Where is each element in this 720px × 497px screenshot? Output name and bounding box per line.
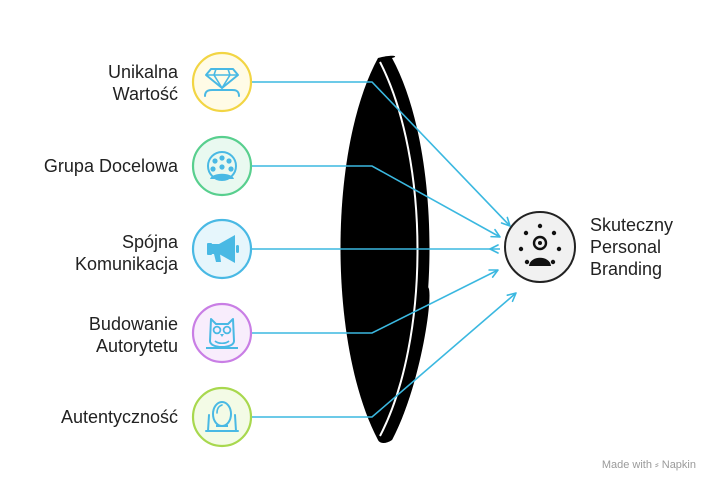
label-line: Komunikacja [74,254,178,274]
connector-arrows [252,81,517,418]
megaphone-icon [207,235,239,263]
label-line: Autentyczność [60,407,178,427]
credit-brand: Napkin [661,459,696,471]
input-node [191,135,253,197]
input-icons [191,51,253,448]
connector-arrow [252,269,499,334]
input-label-spojna-komunikacja: Spójna Komunikacja [75,231,178,275]
output-node [504,211,576,283]
mirror-icon [205,401,239,432]
input-label-autentycznosc: Autentyczność [61,406,178,428]
group-icon [207,151,237,181]
label-line: Spójna [121,232,178,252]
label-line: Personal [590,237,662,257]
napkin-logo-icon: ⸗ [655,459,659,471]
diamond-icon [204,68,240,97]
label-line: Wartość [112,84,178,104]
label-line: Skuteczny [590,215,674,235]
input-node [191,51,253,113]
connector-arrow [252,165,501,238]
connector-arrow [252,81,511,227]
input-node [191,302,253,364]
label-line: Autorytetu [95,336,178,356]
label-line: Budowanie [88,314,178,334]
credit-text: Made with [601,459,652,471]
input-node [191,218,253,280]
label-line: Branding [590,259,663,279]
made-with-credit: Made with ⸗ Napkin [602,459,696,471]
connector-arrow [252,292,517,418]
owl-icon [206,318,238,349]
label-line: Grupa Docelowa [43,156,178,176]
output-label: Skuteczny Personal Branding [590,214,673,280]
label-line: Unikalna [107,62,178,82]
input-label-grupa-docelowa: Grupa Docelowa [44,155,178,177]
input-label-unikalna-wartosc: Unikalna Wartość [108,61,178,105]
person-network-icon [518,223,562,266]
input-label-budowanie-autorytetu: Budowanie Autorytetu [89,313,178,357]
input-node [191,386,253,448]
